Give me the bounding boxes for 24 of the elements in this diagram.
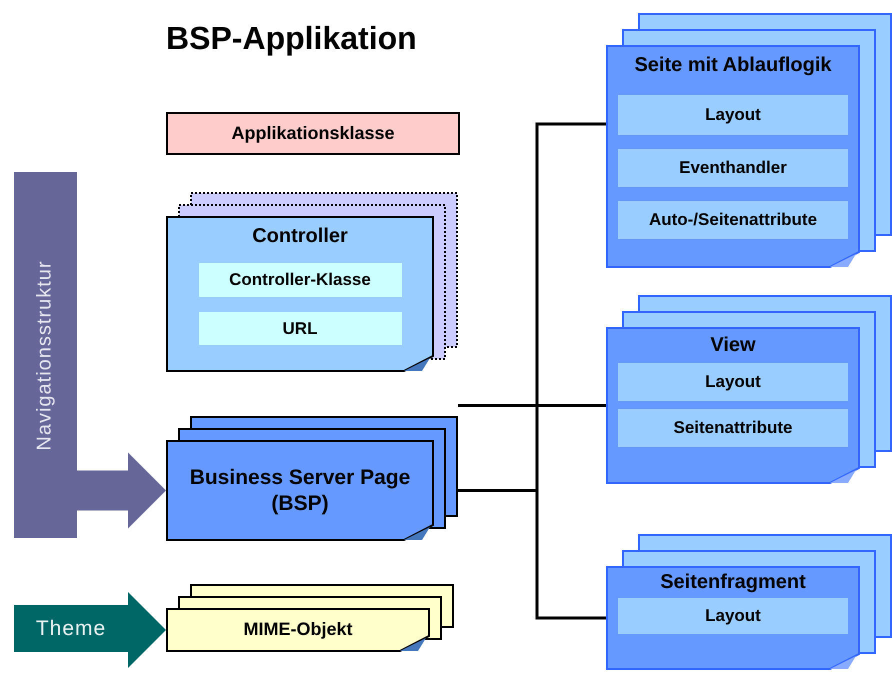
connector-line <box>458 489 606 620</box>
attribute-box: Layout <box>618 363 848 401</box>
box-title: MIME-Objekt <box>242 619 354 641</box>
theme-bar <box>14 605 128 652</box>
attribute-box: Eventhandler <box>618 149 848 187</box>
diagram-title: BSP-Applikation <box>166 20 417 57</box>
box-title: Controller <box>251 224 349 248</box>
box-title: View <box>709 333 757 357</box>
box-title: Seite mit Ablauflogik <box>633 53 833 77</box>
attribute-box: Auto-/Seitenattribute <box>618 201 848 239</box>
class-box: Applikationsklasse <box>166 112 460 155</box>
block-arrow <box>128 592 166 668</box>
attribute-box: Layout <box>618 95 848 135</box>
connector-line <box>458 404 606 407</box>
attribute-box: Seitenattribute <box>618 409 848 447</box>
attribute-box: Layout <box>618 598 848 634</box>
box-title: Seitenfragment <box>659 570 807 594</box>
box-title: Business Server Page (BSP) <box>188 465 412 516</box>
attribute-box: Controller-Klasse <box>198 263 402 297</box>
block-arrow <box>77 452 166 528</box>
attribute-box: URL <box>198 312 402 345</box>
bar-label: Theme <box>36 616 106 640</box>
navigation-bar <box>14 172 77 538</box>
bar-label: Navigationsstruktur <box>34 260 57 450</box>
